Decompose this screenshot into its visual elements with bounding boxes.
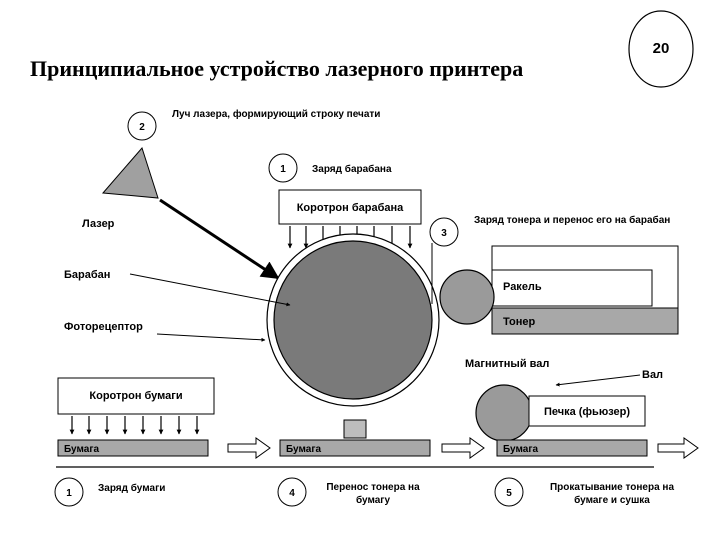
drum-pointer [129,273,291,307]
step-circle-4 [277,477,307,507]
label-blade: Ракель [503,281,542,293]
step-number-3: 3 [441,228,447,239]
laser-emitter-shape [101,147,159,199]
magnetic-roller [439,269,495,325]
label-drum: Барабан [64,269,110,281]
step-circle-1-top [268,153,298,183]
transfer-stem [343,419,367,439]
fuser-box [528,395,646,427]
label-fusing-line2: бумаге и сушка [574,494,650,506]
photoreceptor-pointer [156,333,266,342]
flow-arrow-2 [441,437,485,459]
label-laser-beam: Луч лазера, формирующий строку печати [172,108,380,120]
fuser-roller [475,384,533,442]
label-photoreceptor: Фоторецептор [64,321,143,333]
drum-corotron-box [278,189,422,225]
label-paper-corotron: Коротрон бумаги [89,390,182,402]
step-circle-5 [494,477,524,507]
step-number-1-top: 1 [280,164,286,175]
paper-corotron-box [57,377,215,415]
roller-pointer [555,374,641,387]
paper-strip-1 [57,439,209,457]
flow-arrow-3 [657,437,699,459]
label-paper-charge: Заряд бумаги [98,482,165,494]
label-toner-charge: Заряд тонера и перенос его на барабан [474,214,670,226]
step-number-2: 2 [139,122,145,133]
step-circle-3 [429,217,459,247]
label-toner: Тонер [503,316,536,328]
paper-strip-3 [496,439,648,457]
label-roller: Вал [642,369,663,381]
paper-strip-2 [279,439,431,457]
label-paper-3: Бумага [503,444,538,455]
label-magnetic-roller: Магнитный вал [465,358,549,370]
step-circle-2 [127,111,157,141]
label-drum-corotron: Коротрон барабана [297,202,404,214]
step-number-1-bottom: 1 [66,488,72,499]
slide-number: 20 [653,40,670,57]
step-circle-1-bottom [54,477,84,507]
label-laser: Лазер [82,218,115,230]
label-fuser: Печка (фьюзер) [544,406,630,418]
flow-arrow-1 [227,437,271,459]
step-number-4: 4 [289,488,295,499]
label-paper-1: Бумага [64,444,99,455]
step-number-5: 5 [506,488,512,499]
label-toner-transfer-line1: Перенос тонера на [326,482,420,493]
label-fusing-line1: Прокатывание тонера на [550,482,674,493]
label-toner-transfer-line2: бумагу [356,494,390,506]
paper-charge-arrows [69,416,200,435]
slide-number-circle [628,10,694,88]
drum [273,240,433,400]
label-drum-charge: Заряд барабана [312,163,392,175]
page-title: Принципиальное устройство лазерного прин… [30,56,523,81]
label-paper-2: Бумага [286,444,321,455]
toner-strip [491,307,679,335]
blade-box [491,269,653,307]
laser-beam-line [159,198,280,280]
